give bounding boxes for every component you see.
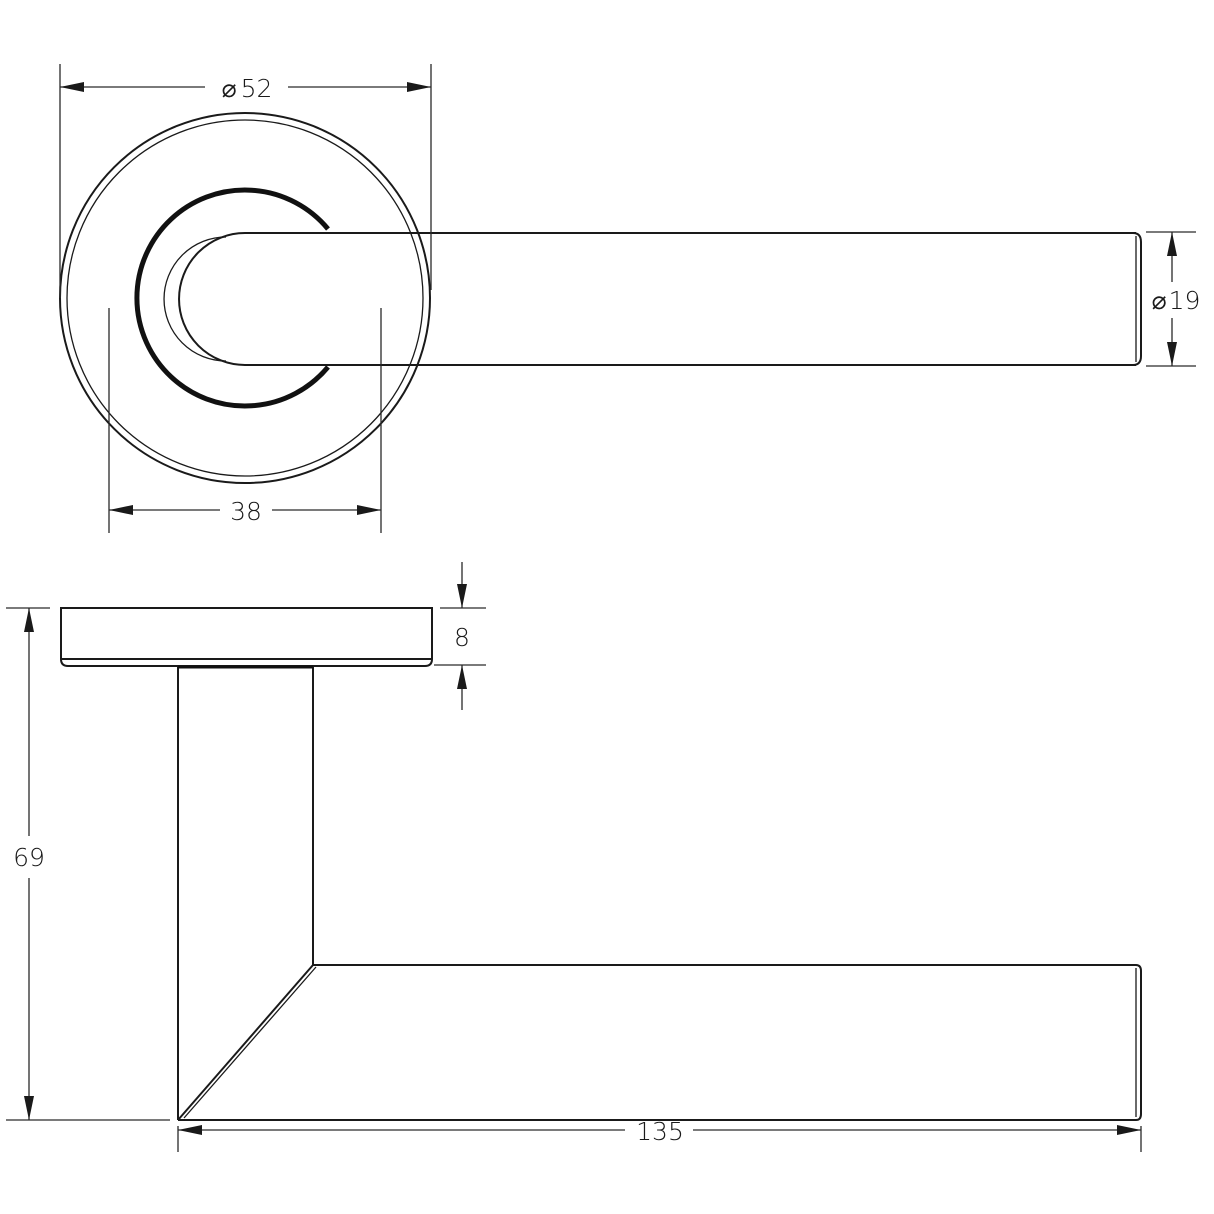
- dim-label-8: 8: [454, 623, 470, 652]
- bend-line: [177, 964, 314, 1121]
- rose-outer-edge: [59, 112, 431, 484]
- collar-ring: [134, 187, 330, 409]
- dim-label-69: 69: [13, 843, 45, 872]
- dim-lever-length: 135: [177, 1117, 1142, 1152]
- rose-inner-edge: [66, 119, 424, 477]
- spindle-neck: [177, 667, 314, 1120]
- dim-rose-base: 38: [108, 308, 382, 533]
- bend-line-inner: [183, 966, 317, 1119]
- dim-rose-diameter: ⌀52: [59, 64, 432, 298]
- lever-end-cap: [1132, 232, 1142, 366]
- side-view: [60, 607, 1142, 1121]
- lever-inner-arc: [163, 236, 227, 362]
- svg-text:⌀19: ⌀19: [1152, 286, 1201, 315]
- lever-arm-side: [178, 964, 1142, 1121]
- dim-rose-thickness: 8: [434, 562, 486, 710]
- dim-label-19: 19: [1169, 286, 1201, 315]
- diameter-symbol: ⌀: [222, 74, 237, 103]
- svg-text:⌀52: ⌀52: [222, 74, 273, 103]
- front-view: [59, 112, 1142, 484]
- dim-label-52: 52: [241, 74, 273, 103]
- diameter-symbol: ⌀: [1152, 286, 1167, 315]
- lever-body: [178, 232, 1136, 366]
- rose-side: [60, 607, 433, 667]
- dim-label-38: 38: [230, 497, 262, 526]
- dim-lever-diameter: ⌀19: [1146, 231, 1201, 367]
- dim-projection: 69: [6, 607, 170, 1121]
- dim-label-135: 135: [636, 1117, 684, 1146]
